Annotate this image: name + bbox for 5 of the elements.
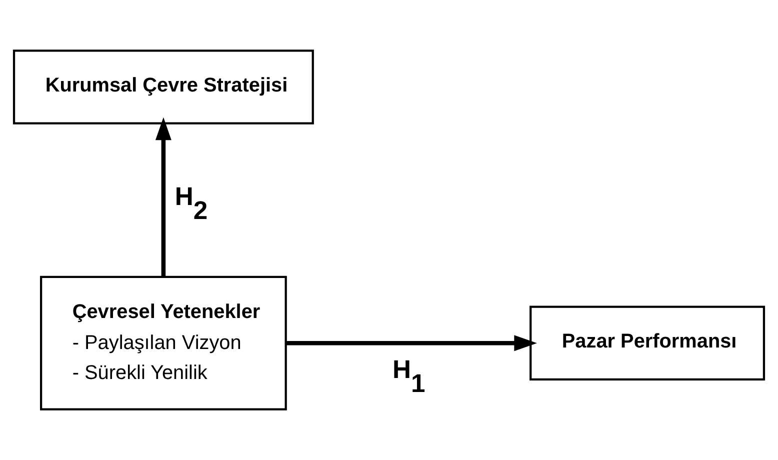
arrow <box>155 117 172 276</box>
node-box: Kurumsal Çevre Stratejisi <box>12 50 314 124</box>
node-box: Pazar Performansı <box>530 306 766 380</box>
arrow <box>286 335 537 352</box>
node-box: Çevresel Yetenekler - Paylaşılan Vizyon - Sürekli Yenilik <box>40 276 287 410</box>
